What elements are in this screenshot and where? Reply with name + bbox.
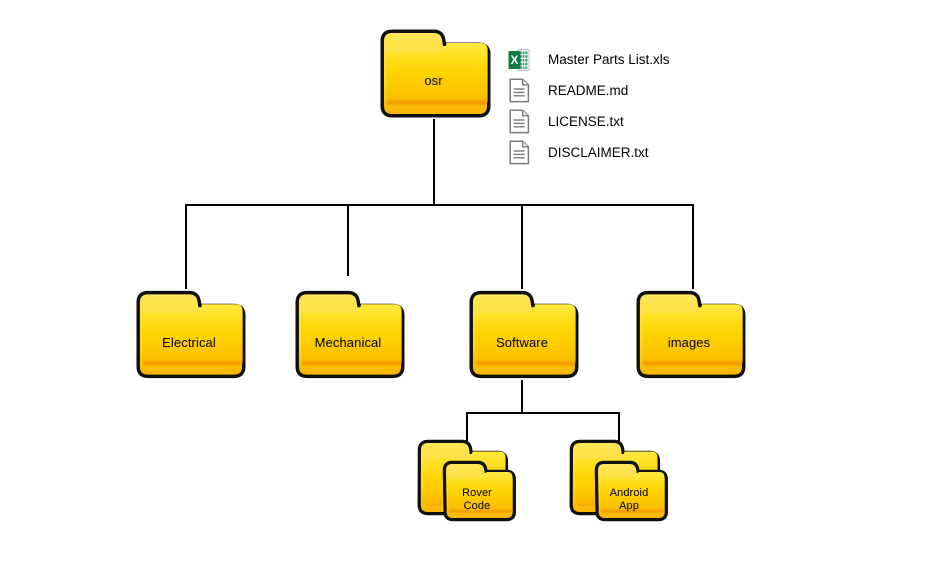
edge-drop-images: [692, 204, 694, 289]
file-row[interactable]: DISCLAIMER.txt: [506, 137, 670, 168]
folder-electrical[interactable]: Electrical: [134, 288, 246, 381]
text-file-icon: [506, 107, 532, 137]
svg-text:X: X: [510, 53, 518, 67]
folder-mechanical[interactable]: Mechanical: [293, 288, 405, 381]
edge-software-stem: [521, 380, 523, 413]
file-row[interactable]: README.md: [506, 75, 670, 106]
folder-images[interactable]: images: [634, 288, 746, 381]
edge-drop-electrical: [185, 204, 187, 289]
file-name: LICENSE.txt: [548, 114, 624, 129]
edge-level2-bus: [466, 412, 620, 414]
text-file-icon: [506, 76, 532, 106]
file-row[interactable]: X Master Parts List.xls: [506, 44, 670, 75]
file-name: README.md: [548, 83, 629, 98]
edge-drop-android-app: [618, 412, 620, 442]
edge-drop-mechanical: [347, 204, 349, 276]
edge-drop-software: [521, 204, 523, 289]
folder-android-app[interactable]: Android App: [568, 438, 669, 526]
folder-osr[interactable]: osr: [378, 27, 491, 120]
edge-level1-bus: [185, 204, 694, 206]
file-row[interactable]: LICENSE.txt: [506, 106, 670, 137]
edge-drop-rover-code: [466, 412, 468, 442]
text-file-icon: [506, 138, 532, 168]
root-file-list: X Master Parts List.xls README.md: [506, 44, 670, 168]
edge-root-stem: [433, 119, 435, 205]
excel-file-icon: X: [506, 45, 532, 75]
file-name: DISCLAIMER.txt: [548, 145, 649, 160]
file-name: Master Parts List.xls: [548, 52, 670, 67]
folder-software[interactable]: Software: [467, 288, 579, 381]
folder-rover-code[interactable]: Rover Code: [416, 438, 517, 526]
